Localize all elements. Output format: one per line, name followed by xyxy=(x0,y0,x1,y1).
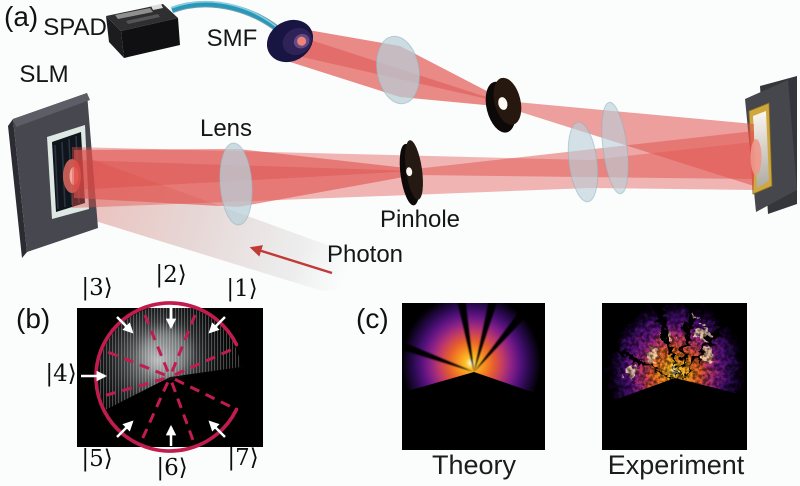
pinhole-upper xyxy=(485,77,522,133)
arrow-ket1 xyxy=(208,316,226,334)
spad-detector xyxy=(106,4,180,58)
panel-a-setup xyxy=(8,1,797,291)
panel-a-letter: (a) xyxy=(4,1,39,32)
theory-image xyxy=(402,303,545,450)
panel-c-letter: (c) xyxy=(356,303,389,334)
theory-label: Theory xyxy=(431,450,517,480)
ket-label-3: |3⟩ xyxy=(81,275,113,301)
relay-lens-2 xyxy=(601,101,629,195)
beam-pinhole2-to-mirror xyxy=(505,101,754,186)
ket-label-1: |1⟩ xyxy=(226,276,258,302)
panel-b-letter: (b) xyxy=(16,303,51,334)
arrow-ket5 xyxy=(116,420,134,438)
experiment-image xyxy=(602,303,747,450)
relay-lens-1 xyxy=(567,121,599,203)
arrow-ket7 xyxy=(208,420,226,438)
photon-arrow xyxy=(249,245,333,275)
mirror-beam-spot xyxy=(750,139,762,175)
smf-label: SMF xyxy=(206,25,258,52)
pinhole-lower xyxy=(399,140,423,206)
slm-label: SLM xyxy=(19,61,69,88)
lenses xyxy=(219,35,629,226)
pinhole-label: Pinhole xyxy=(379,206,461,233)
fiber-coupler xyxy=(266,19,314,63)
ket-label-6: |6⟩ xyxy=(156,455,188,481)
arrow-ket3 xyxy=(116,316,134,334)
collimation-lens xyxy=(375,35,421,105)
experiment-speckle-noise xyxy=(602,303,747,450)
panel-b-states xyxy=(77,301,263,453)
ket-label-5: |5⟩ xyxy=(81,446,113,472)
sector-dashes xyxy=(103,312,234,443)
ket-label-2: |2⟩ xyxy=(155,262,187,288)
mirror-device xyxy=(745,76,797,214)
lens-label: Lens xyxy=(199,115,253,142)
experiment-label: Experiment xyxy=(607,450,745,480)
panel-c-results xyxy=(402,303,747,450)
ket-label-4: |4⟩ xyxy=(45,361,77,387)
sector-arrows xyxy=(81,308,226,446)
photon-label: Photon xyxy=(326,241,404,268)
spad-label: SPAD xyxy=(43,14,107,41)
ket-label-7: |7⟩ xyxy=(227,445,259,471)
theory-dark-spokes xyxy=(402,303,528,372)
fourier-lens xyxy=(219,142,253,226)
